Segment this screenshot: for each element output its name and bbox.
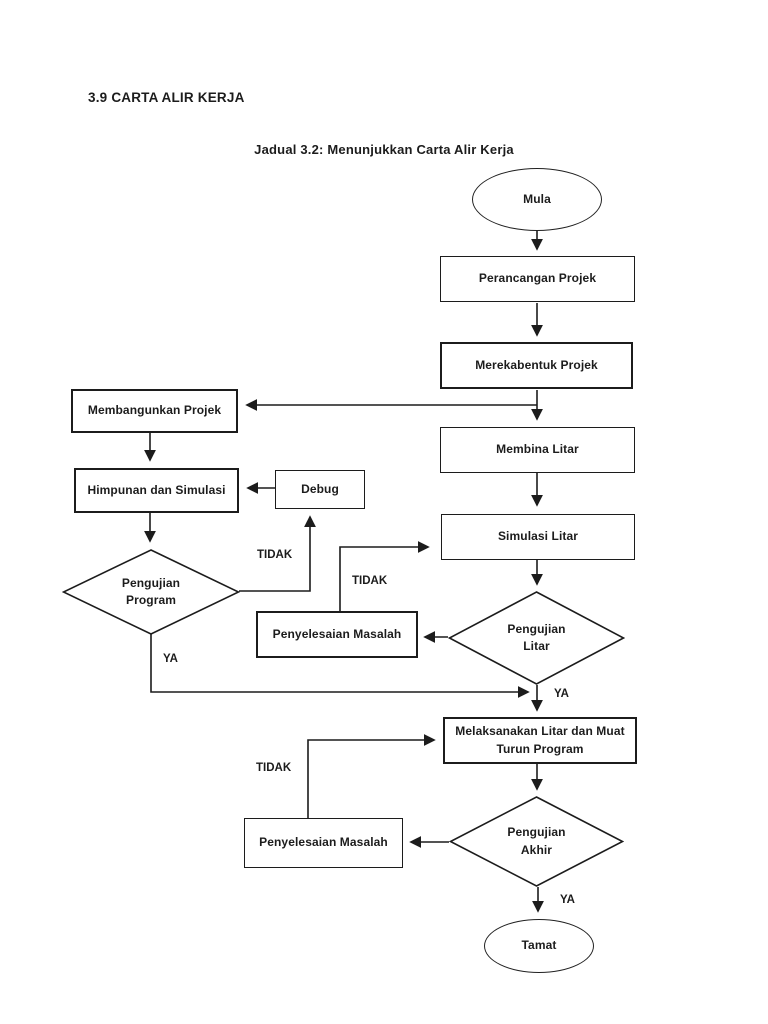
- node-label-line2: Akhir: [520, 842, 553, 857]
- edge-label-ya-litar: YA: [554, 688, 569, 700]
- flow-node-start: Mula: [472, 168, 602, 231]
- node-label: Membina Litar: [496, 442, 579, 457]
- flow-node-penyelesaian-masalah-1: Penyelesaian Masalah: [256, 611, 418, 658]
- diamond-shape: [449, 796, 624, 887]
- flow-node-penyelesaian-masalah-2: Penyelesaian Masalah: [244, 818, 403, 868]
- flow-node-membangunkan-projek: Membangunkan Projek: [71, 389, 238, 433]
- node-label: Pengujian Litar: [507, 621, 565, 656]
- node-label-line1: Pengujian: [507, 825, 566, 840]
- node-label: Perancangan Projek: [478, 271, 597, 286]
- node-label: Penyelesaian Masalah: [259, 835, 388, 850]
- node-label: Merekabentuk Projek: [475, 357, 598, 372]
- node-label: Pengujian Akhir: [507, 824, 565, 859]
- diamond-shape: [62, 549, 240, 635]
- node-label: Tamat: [521, 938, 557, 953]
- node-label-line1: Pengujian: [121, 575, 181, 590]
- flow-node-simulasi-litar: Simulasi Litar: [441, 514, 635, 560]
- edge-label-ya-akhir: YA: [560, 894, 575, 906]
- edge-label-ya-program: YA: [163, 653, 178, 665]
- edge-label-tidak-program: TIDAK: [257, 549, 293, 561]
- flow-node-end: Tamat: [484, 919, 594, 973]
- node-label: Debug: [301, 481, 339, 496]
- flow-node-merekabentuk-projek: Merekabentuk Projek: [440, 342, 633, 389]
- section-heading: 3.9 CARTA ALIR KERJA: [88, 90, 245, 105]
- node-label: Mula: [523, 191, 551, 206]
- flow-node-membina-litar: Membina Litar: [440, 427, 635, 473]
- flow-decision-pengujian-akhir: Pengujian Akhir: [449, 796, 624, 887]
- node-label: Membangunkan Projek: [87, 403, 222, 418]
- edge-label-tidak-litar: TIDAK: [352, 575, 388, 587]
- node-label-line1: Pengujian: [507, 621, 566, 636]
- flow-node-debug: Debug: [275, 470, 365, 509]
- node-label-line2: Litar: [523, 639, 550, 653]
- figure-caption: Jadual 3.2: Menunjukkan Carta Alir Kerja: [254, 142, 514, 157]
- node-label: Simulasi Litar: [497, 529, 579, 544]
- flow-node-himpunan-dan-simulasi: Himpunan dan Simulasi: [74, 468, 239, 513]
- flow-node-perancangan-projek: Perancangan Projek: [440, 256, 635, 302]
- edge-label-tidak-akhir: TIDAK: [256, 762, 292, 774]
- node-label: Penyelesaian Masalah: [272, 626, 402, 641]
- flow-decision-pengujian-litar: Pengujian Litar: [448, 591, 625, 685]
- flow-node-melaksanakan-litar: Melaksanakan Litar dan Muat Turun Progra…: [443, 717, 637, 764]
- diamond-shape: [448, 591, 625, 685]
- node-label-line2: Program: [125, 593, 177, 607]
- node-label: Melaksanakan Litar dan Muat Turun Progra…: [455, 724, 625, 756]
- node-label: Pengujian Program: [122, 575, 180, 610]
- node-label: Himpunan dan Simulasi: [87, 482, 226, 497]
- flow-decision-pengujian-program: Pengujian Program: [62, 549, 240, 635]
